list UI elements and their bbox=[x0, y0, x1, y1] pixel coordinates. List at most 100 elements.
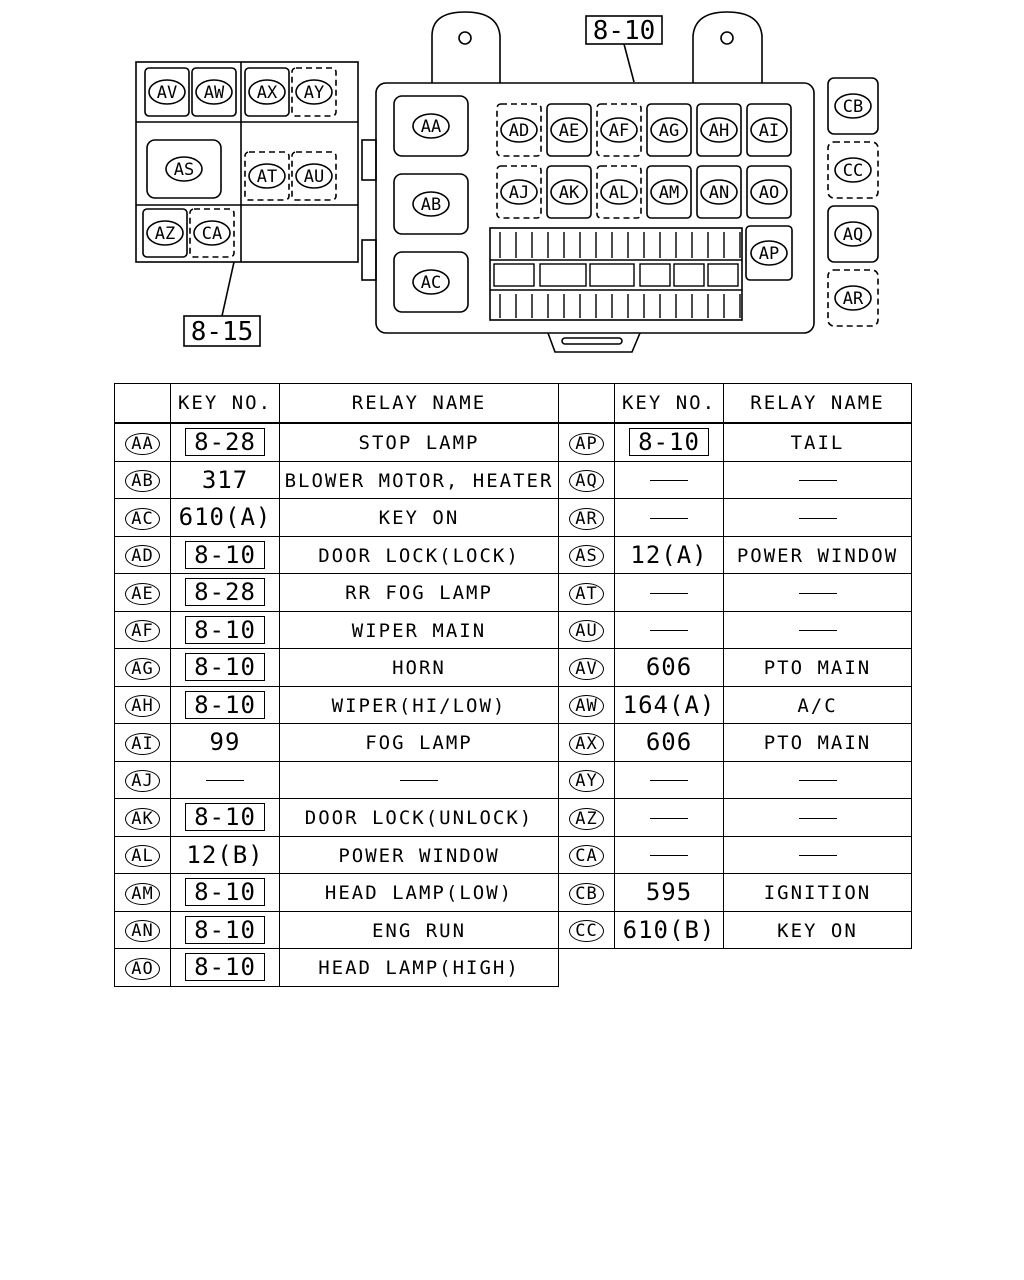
empty-dash bbox=[650, 780, 688, 782]
relay-id-oval: AP bbox=[569, 432, 604, 455]
key-no-cell: 8-10 bbox=[170, 798, 280, 837]
relay-label: AI bbox=[759, 121, 779, 141]
relay-name-text: PTO MAIN bbox=[763, 732, 872, 755]
relay-id-cell: CC bbox=[558, 910, 615, 949]
relay-ag: AG bbox=[646, 103, 692, 157]
relay-al: AL bbox=[596, 165, 642, 219]
key-no-cell: 8-10 bbox=[614, 422, 724, 462]
relay-id-cell: AO bbox=[114, 948, 171, 987]
key-no-reference-box: 8-10 bbox=[185, 953, 265, 982]
table-header-row: KEY NO. RELAY NAME KEY NO. RELAY NAME bbox=[114, 383, 912, 424]
relay-name-cell: PTO MAIN bbox=[723, 723, 912, 762]
key-no-reference-box: 8-10 bbox=[185, 540, 265, 569]
relay-name-text: TAIL bbox=[790, 432, 845, 455]
key-no-reference-box: 8-10 bbox=[185, 615, 265, 644]
key-no-value: 610(A) bbox=[178, 503, 272, 532]
key-no-value: 317 bbox=[201, 465, 249, 494]
relay-id-oval: AG bbox=[125, 657, 160, 680]
key-no-cell bbox=[614, 835, 724, 874]
relay-name-cell: HEAD LAMP(HIGH) bbox=[279, 948, 559, 987]
relay-ap: AP bbox=[745, 225, 793, 281]
relay-name-cell bbox=[723, 798, 912, 837]
relay-id-cell: AN bbox=[114, 910, 171, 949]
key-no-cell: 606 bbox=[614, 723, 724, 762]
relay-name-cell: IGNITION bbox=[723, 873, 912, 912]
relay-name-text: BLOWER MOTOR, HEATER bbox=[284, 469, 554, 492]
relay-name-cell: BLOWER MOTOR, HEATER bbox=[279, 460, 559, 499]
relay-aw: AW bbox=[191, 67, 237, 117]
relay-id-cell: AI bbox=[114, 723, 171, 762]
relay-name-text: HEAD LAMP(HIGH) bbox=[318, 957, 520, 980]
key-no-cell bbox=[614, 460, 724, 499]
relay-aj: AJ bbox=[496, 165, 542, 219]
key-no-cell: 8-10 bbox=[170, 610, 280, 649]
key-no-cell: 8-10 bbox=[170, 648, 280, 687]
table-row: AE 8-28 RR FOG LAMP AT bbox=[114, 573, 912, 612]
relay-ah: AH bbox=[696, 103, 742, 157]
relay-am: AM bbox=[646, 165, 692, 219]
relay-name-cell bbox=[279, 760, 559, 799]
relay-at: AT bbox=[244, 151, 290, 201]
relay-name-cell: HEAD LAMP(LOW) bbox=[279, 873, 559, 912]
relay-au: AU bbox=[291, 151, 337, 201]
key-no-cell: 8-28 bbox=[170, 422, 280, 462]
key-no-value: 12(A) bbox=[630, 540, 708, 569]
header-relay-name: RELAY NAME bbox=[723, 383, 912, 424]
reference-8-10: 8-10 bbox=[585, 15, 663, 46]
empty-dash bbox=[400, 780, 438, 782]
table-row: AO 8-10 HEAD LAMP(HIGH) bbox=[114, 948, 912, 987]
relay-id-cell: AS bbox=[558, 535, 615, 574]
relay-name-text: DOOR LOCK(UNLOCK) bbox=[304, 807, 534, 830]
key-no-cell bbox=[614, 798, 724, 837]
relay-id-oval: AI bbox=[125, 732, 160, 755]
relay-id-cell: CB bbox=[558, 873, 615, 912]
relay-label: AL bbox=[609, 183, 629, 203]
relay-id-cell: AT bbox=[558, 573, 615, 612]
relay-id-oval: AE bbox=[125, 582, 160, 605]
relay-label: AF bbox=[609, 121, 629, 141]
empty-dash bbox=[650, 855, 688, 857]
empty-cell bbox=[559, 949, 615, 987]
relay-label: AQ bbox=[843, 225, 863, 245]
relay-label: AK bbox=[559, 183, 580, 203]
key-no-cell: 606 bbox=[614, 648, 724, 687]
key-no-cell: 8-28 bbox=[170, 573, 280, 612]
relay-id-oval: AD bbox=[125, 545, 160, 568]
relay-label: AY bbox=[304, 83, 324, 103]
relay-name-cell bbox=[723, 760, 912, 799]
relay-name-text: RR FOG LAMP bbox=[345, 582, 493, 605]
relay-name-text: HEAD LAMP(LOW) bbox=[324, 882, 514, 905]
relay-id-cell: AX bbox=[558, 723, 615, 762]
key-no-reference-box: 8-10 bbox=[185, 878, 265, 907]
key-no-cell: 8-10 bbox=[170, 910, 280, 949]
svg-text:8-15: 8-15 bbox=[191, 317, 254, 347]
relay-ar: AR bbox=[827, 269, 879, 327]
relay-name-text: A/C bbox=[797, 694, 838, 717]
svg-text:8-10: 8-10 bbox=[593, 16, 656, 46]
relay-as: AS bbox=[146, 139, 222, 199]
relay-an: AN bbox=[696, 165, 742, 219]
key-no-value: 606 bbox=[645, 653, 693, 682]
relay-id-cell: AR bbox=[558, 498, 615, 537]
relay-id-oval: CC bbox=[569, 920, 604, 943]
relay-name-cell: WIPER MAIN bbox=[279, 610, 559, 649]
relay-id-oval: AX bbox=[569, 732, 604, 755]
relay-name-cell: A/C bbox=[723, 685, 912, 724]
relay-label: AO bbox=[759, 183, 779, 203]
relay-name-text: IGNITION bbox=[763, 882, 872, 905]
empty-cell bbox=[615, 949, 724, 987]
relay-id-cell: AY bbox=[558, 760, 615, 799]
relay-cb: CB bbox=[827, 77, 879, 135]
relay-name-text: POWER WINDOW bbox=[736, 544, 899, 567]
relay-name-text: HORN bbox=[392, 657, 446, 680]
relay-id-oval: AO bbox=[125, 957, 160, 980]
header-key-no: KEY NO. bbox=[170, 383, 280, 424]
relay-id-oval: CA bbox=[569, 845, 604, 868]
relay-label: AC bbox=[421, 273, 441, 293]
relay-id-oval: AK bbox=[125, 807, 160, 830]
empty-dash bbox=[798, 517, 837, 519]
